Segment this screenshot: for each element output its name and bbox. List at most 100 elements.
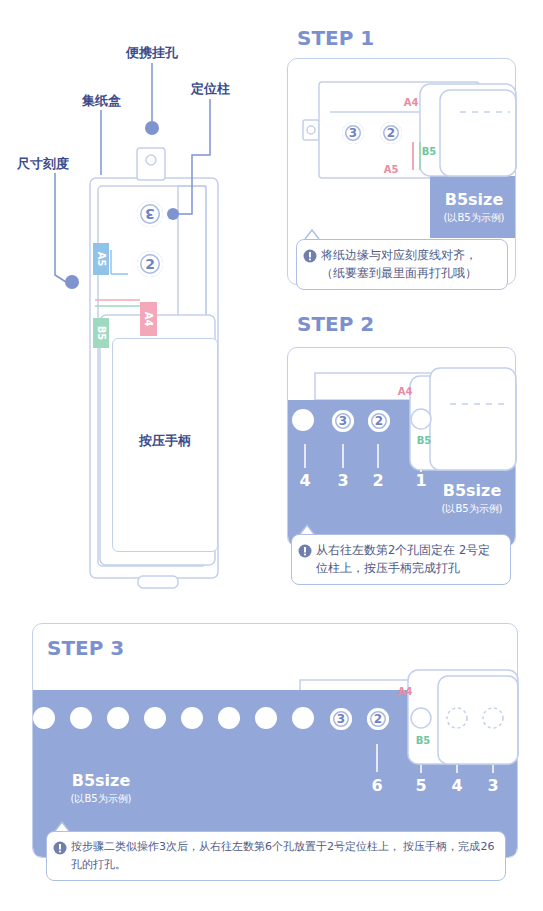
- step3-illustration: [33, 670, 518, 857]
- paper-sheet: B5size(以B5为示例): [427, 473, 517, 523]
- scale-line: [419, 142, 421, 170]
- hole-number: 4: [299, 473, 310, 489]
- paper-sheet: [438, 676, 518, 764]
- punched-hole: [33, 707, 55, 729]
- scale-line: [110, 250, 112, 274]
- paper-sheet: [420, 84, 516, 176]
- punched-hole: [218, 707, 240, 729]
- callout-dot: [167, 208, 179, 220]
- paper-sheet: [440, 90, 516, 176]
- paper-sheet: [430, 368, 516, 470]
- callout-dot: [145, 121, 159, 135]
- size-mark: A4: [404, 98, 419, 108]
- hole-number: 3: [487, 778, 498, 794]
- note-box: 将纸边缘与对应刻度线对齐， （纸要塞到最里面再打孔哦）: [296, 239, 508, 290]
- step1-illustration: [303, 82, 516, 239]
- punched-hole: [70, 707, 92, 729]
- hanging-tab: [137, 148, 165, 180]
- size-mark: A4: [398, 687, 413, 697]
- punched-hole: [292, 707, 314, 729]
- tick: [420, 765, 422, 773]
- punch-body: [90, 178, 218, 578]
- size-mark: B5: [96, 326, 106, 341]
- tick: [456, 765, 458, 773]
- hole-outline: [447, 708, 467, 728]
- scale-line: [111, 273, 128, 275]
- size-mark: A4: [398, 387, 413, 397]
- size-mark: B5: [417, 436, 432, 446]
- leader-line: [100, 110, 102, 175]
- pin-number: 2: [375, 415, 383, 427]
- paper-sheet: B5size(以B5为示例): [431, 181, 517, 233]
- size-note: (以B5为示例): [427, 502, 517, 515]
- callout-label: 尺寸刻度: [17, 157, 69, 170]
- note-text: 将纸边缘与对应刻度线对齐， （纸要塞到最里面再打孔哦）: [321, 246, 499, 283]
- hole-number: 5: [415, 778, 426, 794]
- step-panel: B5size(以B5为示例)32按步骤二类似操作3次后，从右往左数第6个孔放置于…: [32, 623, 518, 858]
- pin-number: 3: [145, 207, 155, 221]
- note-tail: [305, 230, 319, 239]
- tick: [420, 470, 422, 472]
- pin-number: 3: [349, 127, 357, 139]
- pin-number: 3: [339, 415, 347, 427]
- pin-number: 2: [145, 257, 155, 271]
- locating-pin: 3: [342, 122, 364, 144]
- warning-icon: [53, 841, 67, 855]
- size-mark: B5: [422, 147, 437, 157]
- step-title: STEP 1: [297, 28, 374, 48]
- hole-number: 6: [371, 778, 382, 794]
- punch-foot: [138, 576, 178, 588]
- number-ticks: [377, 744, 493, 773]
- punched-hole: [181, 707, 203, 729]
- punched-hole: [107, 707, 129, 729]
- leader-line: [55, 173, 66, 282]
- size-note: (以B5为示例): [41, 792, 161, 805]
- leader-line: [151, 63, 153, 121]
- size-tag: B5: [93, 318, 109, 348]
- scale-line: [412, 142, 414, 170]
- size-mark: A5: [384, 165, 399, 175]
- callout-label: 定位柱: [191, 82, 230, 95]
- tick: [376, 744, 378, 772]
- note-text: 按步骤二类似操作3次后，从右往左数第6个孔放置于2号定位柱上， 按压手柄，完成2…: [71, 838, 497, 873]
- warning-icon: [298, 544, 312, 558]
- hanging-hole: [146, 155, 156, 165]
- punched-hole: [144, 707, 166, 729]
- locating-pin: 2: [368, 410, 390, 432]
- step-title: STEP 2: [297, 314, 374, 334]
- locating-pin: 2: [380, 122, 402, 144]
- pin-number: 2: [387, 127, 395, 139]
- hole-punch-front: [90, 148, 218, 588]
- fold-line: [460, 111, 510, 113]
- size-name: B5size: [431, 190, 517, 211]
- scale-lines: [95, 250, 140, 306]
- punched-hole: [292, 409, 314, 431]
- callout-dot: [65, 275, 79, 289]
- locating-pin: 3: [330, 708, 352, 730]
- tick: [377, 444, 379, 468]
- warning-icon: [303, 249, 317, 263]
- note-box: 按步骤二类似操作3次后，从右往左数第6个孔放置于2号定位柱上， 按压手柄，完成2…: [46, 831, 506, 881]
- locating-pin: 3: [332, 410, 354, 432]
- hole-number: 3: [337, 473, 348, 489]
- hole-outline: [483, 708, 503, 728]
- punched-hole: [255, 707, 277, 729]
- scale-line: [95, 305, 140, 307]
- hanging-tab: [303, 120, 319, 140]
- number-ticks: [305, 444, 421, 472]
- paper-sheet: [408, 670, 518, 764]
- callout-label: 便携挂孔: [126, 46, 178, 59]
- size-note: (以B5为示例): [431, 211, 517, 224]
- hole-outline: [411, 708, 431, 728]
- paper-sheet: B5size(以B5为示例): [41, 763, 161, 813]
- part-label: 按压手柄: [113, 432, 217, 450]
- hole-number: 1: [415, 473, 426, 489]
- size-tag: A4: [140, 302, 157, 336]
- scale-line: [95, 299, 140, 301]
- size-name: B5size: [427, 481, 517, 502]
- note-tail: [300, 525, 314, 534]
- pin-number: 3: [337, 713, 345, 725]
- step-panel: B5size(以B5为示例) 3 2 将纸边缘与对应刻度线对齐， （纸要塞到最里面再打…: [287, 58, 516, 285]
- tick: [492, 765, 494, 773]
